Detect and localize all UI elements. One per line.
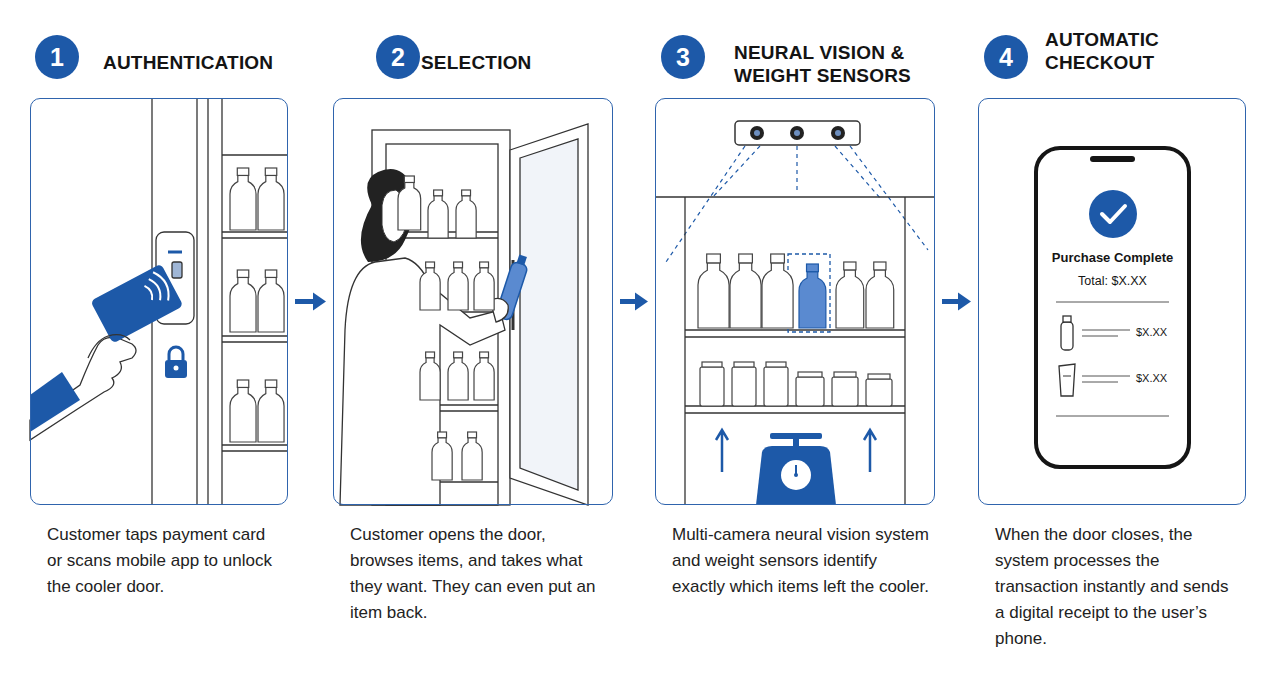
step-heading: NEURAL VISION & WEIGHT SENSORS [734, 41, 924, 87]
bottle-cap [739, 254, 753, 263]
bottle-cap [237, 380, 248, 387]
bottle-cap [265, 380, 276, 387]
step-number-circle: 1 [35, 35, 79, 79]
item-price: $X.XX [1136, 326, 1167, 338]
bottle [420, 358, 440, 400]
bottle-cap [404, 176, 414, 182]
bottle-cap [462, 190, 471, 196]
jar-lid [702, 362, 722, 367]
bottle [730, 263, 761, 328]
flow-arrow [295, 293, 326, 311]
panel1-hand-card [30, 264, 187, 440]
panel3-cooler [656, 197, 935, 505]
receipt-title: Purchase Complete [1038, 250, 1187, 265]
item-price: $X.XX [1136, 372, 1167, 384]
bottle-cap [468, 432, 477, 438]
step-description: Multi-camera neural vision system and we… [672, 522, 930, 600]
bottle-cap [265, 168, 276, 175]
bottle-cap [426, 352, 435, 358]
panel3-cameras [666, 121, 928, 262]
step-heading: SELECTION [421, 51, 611, 74]
step-number-circle: 3 [661, 35, 705, 79]
bottle [432, 438, 452, 480]
bottle-cap [438, 432, 447, 438]
bottle [456, 196, 476, 238]
bottle-cap [707, 254, 721, 263]
bottle [462, 438, 482, 480]
bottle [866, 270, 894, 328]
step-heading: AUTHENTICATION [103, 51, 293, 74]
bottle [398, 182, 421, 230]
jar [764, 367, 788, 406]
bottle-cap [434, 190, 443, 196]
bottle [762, 263, 793, 328]
jar [832, 377, 858, 406]
jar [700, 367, 724, 406]
jar-lid [834, 372, 856, 377]
bottle [230, 175, 256, 230]
bottle-cap [771, 254, 785, 263]
bottle-cap [265, 270, 276, 277]
jar [866, 379, 892, 406]
panel2-customer [340, 169, 531, 505]
bottle [428, 196, 448, 238]
bottle [448, 268, 468, 310]
step-number: 1 [50, 43, 64, 72]
jar [732, 367, 756, 406]
bottles [230, 168, 894, 480]
step-panel: AUTOMATIC CHECKOUTWhen the door closes, … [978, 98, 1246, 505]
bottle [230, 387, 256, 442]
bottle-cap [844, 262, 856, 270]
bottle-cap [237, 270, 248, 277]
bottle [799, 272, 826, 328]
bottle-cap [807, 264, 819, 272]
flow-arrow [620, 293, 648, 311]
bottle-cap [874, 262, 886, 270]
step-panel: AUTHENTICATIONCustomer taps payment card… [30, 98, 288, 505]
bottle [258, 175, 284, 230]
jar-lid [766, 362, 786, 367]
bottle [448, 358, 468, 400]
phone-receipt: Purchase CompleteTotal: $X.XX $X.XX $X.XX [1034, 146, 1191, 469]
bottle [420, 268, 440, 310]
jar-lid [734, 362, 754, 367]
step-description: When the door closes, the system process… [995, 522, 1241, 652]
jar-lid [798, 372, 822, 377]
bottle [836, 270, 864, 328]
bottle-cap [237, 168, 248, 175]
step-number: 4 [999, 43, 1013, 72]
step-number: 2 [391, 43, 405, 72]
phone-graphics [1038, 150, 1187, 465]
step-description: Customer opens the door, browses items, … [350, 522, 608, 626]
bottle [258, 277, 284, 332]
bottle-cap [454, 352, 463, 358]
step-number-circle: 2 [376, 35, 420, 79]
bottle-cap [454, 262, 463, 268]
bottle-cap [426, 262, 435, 268]
step-panel: NEURAL VISION & WEIGHT SENSORSMulti-came… [655, 98, 935, 505]
bottle [230, 277, 256, 332]
step-description: Customer taps payment card or scans mobi… [47, 522, 283, 600]
step-panel: SELECTIONCustomer opens the door, browse… [333, 98, 613, 505]
jar-lid [868, 374, 890, 379]
flow-arrow [942, 293, 971, 311]
bottle-cap [480, 352, 489, 358]
panel3-scale [716, 430, 876, 505]
step-number: 3 [676, 43, 690, 72]
jar [796, 377, 824, 406]
bottle [474, 358, 494, 400]
bottle [474, 268, 494, 310]
step-heading: AUTOMATIC CHECKOUT [1045, 28, 1260, 74]
receipt-total: Total: $X.XX [1038, 274, 1187, 288]
bottle-cap [480, 262, 489, 268]
bottle [698, 263, 729, 328]
step-number-circle: 4 [984, 35, 1028, 79]
bottle [258, 387, 284, 442]
